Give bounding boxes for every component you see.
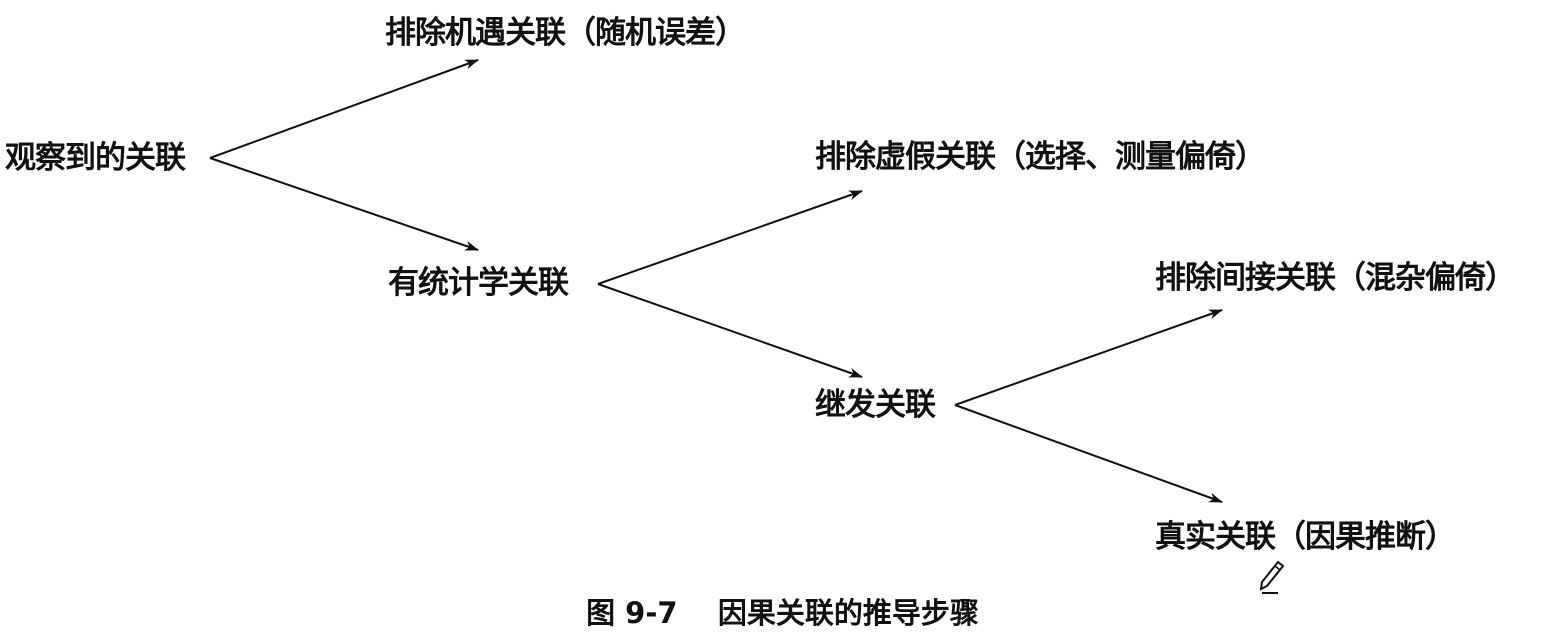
node-exclude-spurious: 排除虚假关联（选择、测量偏倚） (815, 139, 1266, 175)
arrow-secondary-to-true (954, 404, 1223, 503)
figure-caption: 图 9-7 因果关联的推导步骤 (586, 596, 979, 630)
node-statistical-association: 有统计学关联 (388, 265, 569, 301)
arrow-observed-to-statistical (209, 157, 479, 251)
node-exclude-chance: 排除机遇关联（随机误差） (385, 15, 746, 51)
node-exclude-indirect: 排除间接关联（混杂偏倚） (1155, 260, 1516, 296)
node-true-association: 真实关联（因果推断） (1155, 519, 1456, 555)
arrow-statistical-to-spurious (597, 190, 863, 285)
arrow-observed-to-chance (209, 59, 479, 159)
arrow-secondary-to-indirect (954, 309, 1223, 406)
arrow-statistical-to-secondary (597, 283, 863, 378)
node-observed-association: 观察到的关联 (5, 140, 186, 176)
pencil-icon[interactable] (1258, 560, 1286, 596)
node-secondary-association: 继发关联 (815, 387, 936, 423)
